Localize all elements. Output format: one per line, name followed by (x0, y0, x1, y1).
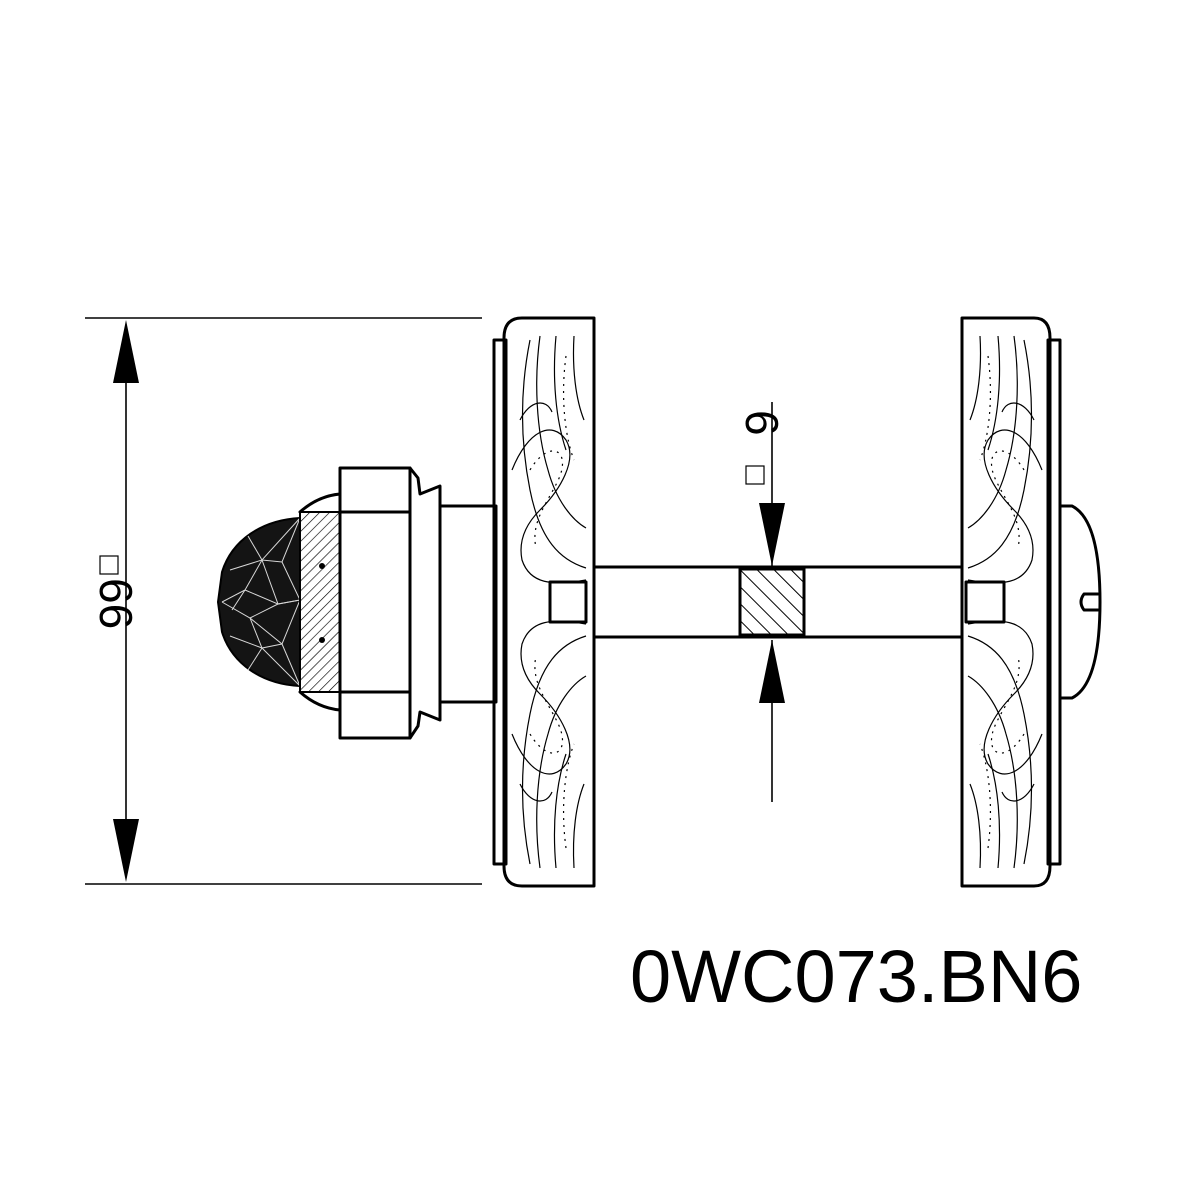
rose-left (492, 316, 596, 888)
decorative-collar (299, 511, 341, 693)
knob-left (216, 466, 498, 740)
knob-base (338, 466, 442, 740)
rose-plate (502, 316, 596, 888)
spindle-dimension: 6 (736, 402, 788, 802)
arrow-up-icon (113, 320, 139, 383)
arrow-down-icon (113, 819, 139, 882)
arrow-down-icon (759, 503, 785, 566)
spindle-size-label: 6 (736, 410, 788, 436)
spindle (592, 565, 964, 639)
arrow-up-icon (759, 640, 785, 703)
screw-head (1058, 504, 1102, 700)
height-dimension: 66 (85, 317, 482, 885)
model-code-label: 0WC073.BN6 (630, 935, 1083, 1018)
rose-plate (960, 316, 1052, 888)
square-symbol-icon (99, 555, 119, 575)
spindle-section-hatched (738, 567, 806, 637)
rose-size-label: 66 (90, 578, 142, 629)
rose-right (960, 316, 1062, 888)
knob-neck (438, 504, 498, 704)
square-symbol-icon (745, 465, 765, 485)
